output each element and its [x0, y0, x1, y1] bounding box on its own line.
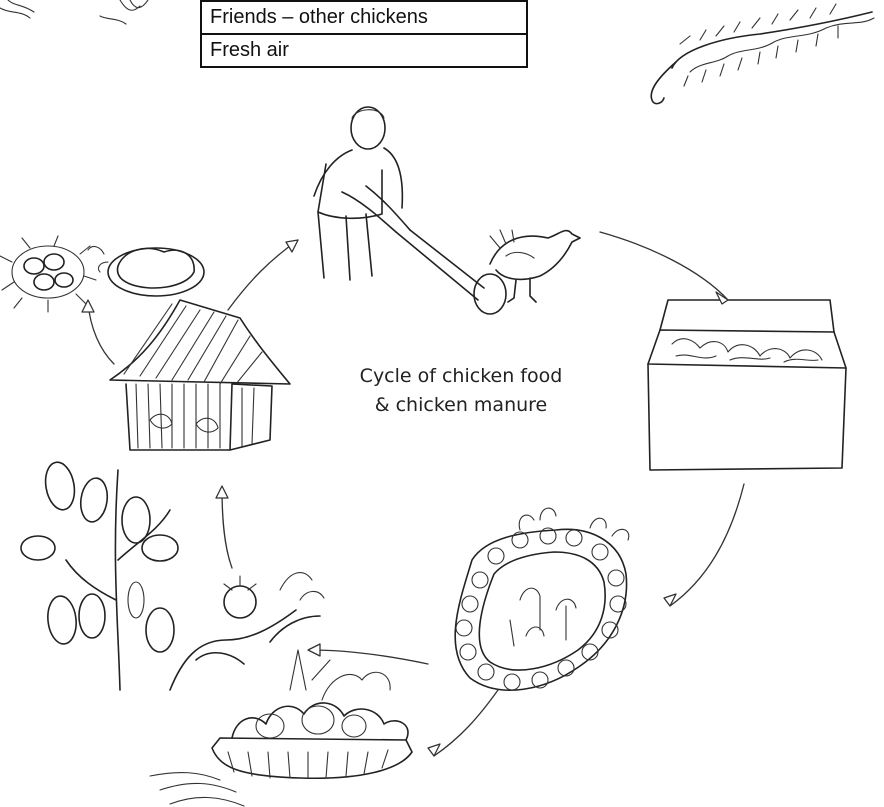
garden-bed-stage: [455, 508, 629, 690]
arrow-head-icon: [664, 594, 676, 606]
caption-line-2: & chicken manure: [318, 391, 604, 420]
vegetable-plants-stage: [21, 460, 324, 690]
arrow-head-icon: [428, 744, 440, 756]
man-with-chicken-stage: [314, 107, 580, 314]
chicken-house-stage: [110, 300, 290, 450]
compost-box-stage: [648, 300, 846, 470]
caption-line-1: Cycle of chicken food: [318, 362, 604, 391]
cycle-arrows: [82, 232, 744, 756]
arrow-head-icon: [308, 644, 320, 656]
diagram-caption: Cycle of chicken food & chicken manure: [318, 362, 604, 420]
vegetable-basket-stage: [150, 650, 412, 806]
corner-sketch: [0, 0, 148, 24]
feather-duster-icon: [651, 4, 874, 104]
eggs-and-roast-stage: [0, 236, 204, 312]
arrow-head-icon: [286, 240, 298, 252]
arrow-head-icon: [216, 486, 228, 498]
